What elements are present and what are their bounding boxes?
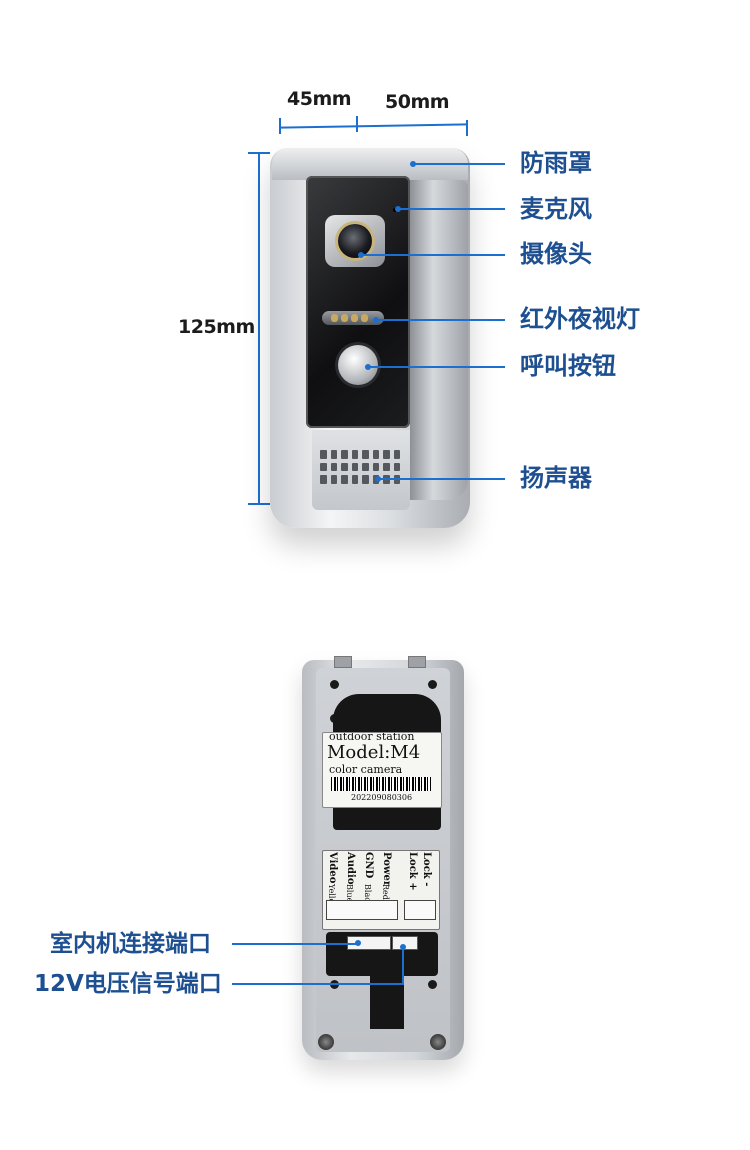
dimension-width-label: 50mm — [385, 91, 450, 113]
callout-leader — [376, 319, 505, 321]
dimension-depth-label: 45mm — [287, 88, 352, 110]
label-station-text: outdoor station — [329, 732, 415, 743]
terminal-label-gnd: GND — [363, 852, 374, 879]
callout-leader — [232, 943, 358, 945]
callout-rain-cover: 防雨罩 — [520, 149, 592, 177]
voltage-signal-connector — [392, 936, 418, 950]
callout-leader — [378, 478, 505, 480]
label-camera-text: color camera — [329, 763, 403, 776]
screw-hole — [428, 980, 437, 989]
callout-microphone: 麦克风 — [520, 195, 592, 223]
callout-dot — [400, 944, 406, 950]
callout-leader — [368, 366, 505, 368]
callout-12v-signal-port: 12V电压信号端口 — [34, 971, 222, 997]
callout-call-button: 呼叫按钮 — [520, 352, 616, 380]
lock-terminal-strip — [404, 900, 436, 920]
label-model-text: Model:M4 — [327, 742, 421, 763]
dimension-tick-top — [248, 152, 270, 154]
callout-ir-night-light: 红外夜视灯 — [520, 305, 640, 333]
callout-camera: 摄像头 — [520, 240, 592, 268]
dimension-height-label: 125mm — [178, 316, 255, 338]
ir-led — [361, 314, 368, 322]
ir-led — [351, 314, 358, 322]
callout-speaker: 扬声器 — [520, 464, 592, 492]
wire-color-yellow: Yellow — [327, 884, 336, 911]
terminal-strip — [326, 900, 398, 920]
callout-leader-vertical — [402, 947, 404, 985]
screw-hole — [428, 680, 437, 689]
screw — [430, 1034, 446, 1050]
dimension-line-top — [279, 123, 469, 129]
call-button — [338, 345, 378, 385]
terminal-label-lock-minus: Lock - — [421, 852, 432, 887]
dimension-tick-left — [279, 118, 281, 134]
camera-lens — [338, 224, 372, 258]
screw — [318, 1034, 334, 1050]
mount-tab — [334, 656, 352, 668]
terminal-label-power: Power — [381, 852, 392, 887]
wire-color-red: Red — [381, 884, 390, 900]
terminal-label-video: Video — [327, 852, 338, 884]
front-panel — [306, 176, 410, 428]
dimension-tick-middle — [356, 116, 358, 132]
callout-leader — [361, 254, 505, 256]
dimension-tick-bottom — [248, 503, 270, 505]
dimension-tick-right — [466, 120, 468, 136]
callout-leader — [232, 983, 404, 985]
product-label: outdoor station Model:M4 color camera 20… — [322, 732, 442, 808]
callout-indoor-unit-port: 室内机连接端口 — [50, 931, 211, 957]
wire-color-blue: Blue — [345, 884, 354, 903]
label-serial-text: 202209080306 — [351, 793, 413, 802]
terminal-label-lock-plus: Lock + — [407, 852, 418, 891]
callout-dot — [355, 940, 361, 946]
dimension-line-height — [258, 152, 260, 504]
ir-led — [331, 314, 338, 322]
device-side — [410, 180, 468, 500]
callout-leader — [413, 163, 505, 165]
terminal-label-audio: Audio — [345, 852, 356, 885]
wire-color-black: Black — [363, 884, 372, 907]
ir-led — [341, 314, 348, 322]
mount-tab — [408, 656, 426, 668]
callout-leader — [398, 208, 505, 210]
screw-hole — [330, 680, 339, 689]
barcode — [331, 777, 431, 791]
